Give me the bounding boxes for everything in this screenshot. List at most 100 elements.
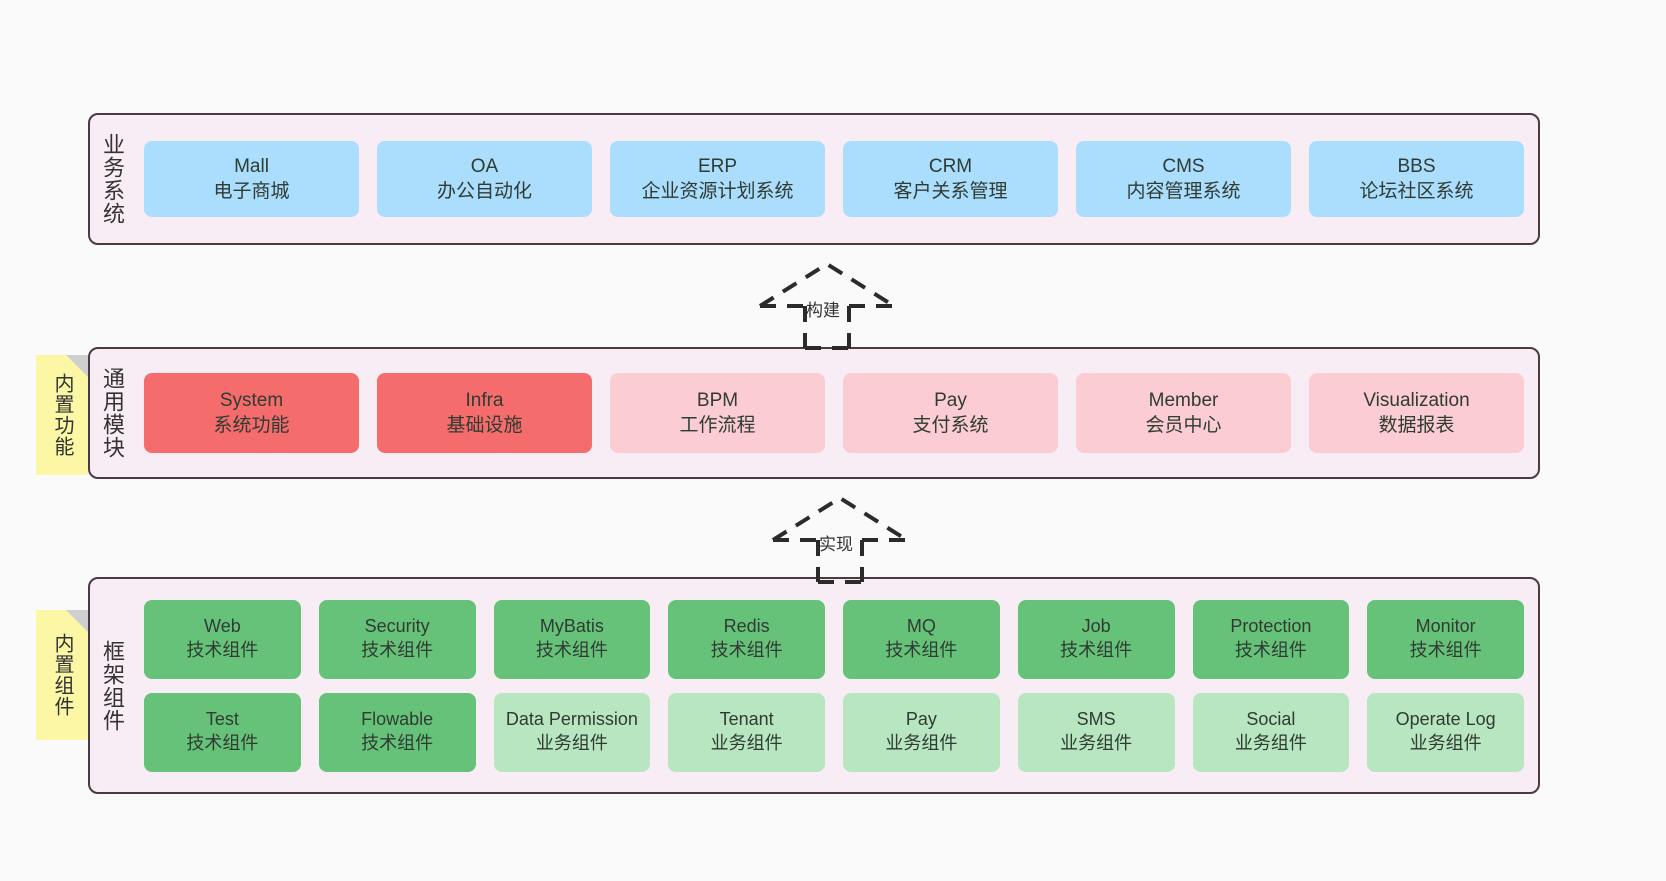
node-flowable[interactable]: Flowable 技术组件 xyxy=(318,692,476,772)
layer-label-common-modules: 通用模块 xyxy=(99,367,125,459)
node-test[interactable]: Test 技术组件 xyxy=(144,692,301,772)
node-title: Monitor xyxy=(1415,616,1476,637)
node-subtitle: 技术组件 xyxy=(1409,640,1482,660)
arrow-implement: 实现 xyxy=(768,492,918,584)
folded-corner-icon xyxy=(66,610,88,632)
layer-business-systems: 业务系统 Mall 电子商城 OA 办公自动化 ERP 企业资源计划系统 CRM… xyxy=(88,113,1540,245)
node-title: Visualization xyxy=(1363,389,1470,411)
layer-body-common-modules: System 系统功能 Infra 基础设施 BPM 工作流程 Pay 支付系统… xyxy=(134,349,1538,477)
node-infra[interactable]: Infra 基础设施 xyxy=(377,373,592,453)
node-title: Protection xyxy=(1230,616,1312,637)
node-subtitle: 论坛社区系统 xyxy=(1359,181,1474,202)
node-title: OA xyxy=(470,155,499,177)
node-erp[interactable]: ERP 企业资源计划系统 xyxy=(610,141,825,217)
layer-body-framework-components: Web 技术组件 Security 技术组件 MyBatis 技术组件 Redi… xyxy=(134,579,1538,792)
node-job[interactable]: Job 技术组件 xyxy=(1017,599,1175,679)
node-subtitle: 技术组件 xyxy=(535,640,608,660)
arrow-build-label: 构建 xyxy=(806,301,840,320)
node-subtitle: 内容管理系统 xyxy=(1126,181,1241,202)
node-subtitle: 业务组件 xyxy=(885,733,958,753)
node-subtitle: 技术组件 xyxy=(186,733,259,753)
node-subtitle: 业务组件 xyxy=(1409,733,1482,753)
node-protection[interactable]: Protection 技术组件 xyxy=(1192,599,1350,679)
node-title: ERP xyxy=(697,155,738,177)
node-subtitle: 技术组件 xyxy=(1060,640,1133,660)
node-subtitle: 电子商城 xyxy=(213,181,290,202)
node-title: Operate Log xyxy=(1395,709,1496,730)
node-subtitle: 支付系统 xyxy=(912,415,989,436)
node-pay[interactable]: Pay 支付系统 xyxy=(843,373,1058,453)
node-redis[interactable]: Redis 技术组件 xyxy=(668,599,825,679)
node-title: Web xyxy=(204,616,241,637)
node-title: Job xyxy=(1081,616,1111,637)
node-subtitle: 技术组件 xyxy=(361,733,434,753)
node-title: Pay xyxy=(934,389,967,411)
node-oa[interactable]: OA 办公自动化 xyxy=(377,141,592,217)
node-crm[interactable]: CRM 客户关系管理 xyxy=(843,141,1058,217)
node-pay-business[interactable]: Pay 业务组件 xyxy=(843,692,1000,772)
node-subtitle: 业务组件 xyxy=(1234,733,1307,753)
node-monitor[interactable]: Monitor 技术组件 xyxy=(1367,599,1524,679)
node-subtitle: 数据报表 xyxy=(1378,415,1455,436)
node-title: BBS xyxy=(1397,155,1436,177)
node-security[interactable]: Security 技术组件 xyxy=(318,599,476,679)
common-modules-row: System 系统功能 Infra 基础设施 BPM 工作流程 Pay 支付系统… xyxy=(144,373,1524,453)
node-bpm[interactable]: BPM 工作流程 xyxy=(610,373,825,453)
node-subtitle: 企业资源计划系统 xyxy=(641,181,794,202)
sticky-note-builtin-features: 内置功能 xyxy=(36,355,88,475)
sticky-note-label: 内置功能 xyxy=(51,373,73,457)
layer-framework-components: 框架组件 Web 技术组件 Security 技术组件 MyBatis 技术组件… xyxy=(88,577,1540,794)
node-title: Redis xyxy=(723,616,770,637)
node-subtitle: 技术组件 xyxy=(1234,640,1307,660)
framework-tech-row: Web 技术组件 Security 技术组件 MyBatis 技术组件 Redi… xyxy=(144,599,1524,679)
node-subtitle: 基础设施 xyxy=(446,415,523,436)
arrow-implement-label: 实现 xyxy=(819,535,853,554)
framework-business-row: Test 技术组件 Flowable 技术组件 Data Permission … xyxy=(144,692,1524,772)
node-title: Social xyxy=(1246,709,1296,730)
node-title: Data Permission xyxy=(505,709,638,730)
node-title: CRM xyxy=(928,155,973,177)
node-web[interactable]: Web 技术组件 xyxy=(144,599,301,679)
node-title: Test xyxy=(205,709,239,730)
layer-label-business-systems: 业务系统 xyxy=(99,133,125,225)
node-tenant[interactable]: Tenant 业务组件 xyxy=(668,692,825,772)
layer-label-framework-components: 框架组件 xyxy=(99,639,125,732)
node-title: Mall xyxy=(234,155,269,177)
node-member[interactable]: Member 会员中心 xyxy=(1076,373,1291,453)
node-subtitle: 客户关系管理 xyxy=(893,181,1008,202)
arrow-implement-shape xyxy=(771,495,909,584)
node-subtitle: 技术组件 xyxy=(885,640,958,660)
node-operate-log[interactable]: Operate Log 业务组件 xyxy=(1367,692,1524,772)
node-sms[interactable]: SMS 业务组件 xyxy=(1017,692,1175,772)
node-subtitle: 技术组件 xyxy=(710,640,783,660)
node-title: MQ xyxy=(906,616,936,637)
node-title: CMS xyxy=(1162,155,1205,177)
node-title: Member xyxy=(1148,389,1219,411)
node-subtitle: 工作流程 xyxy=(679,415,756,436)
node-mall[interactable]: Mall 电子商城 xyxy=(144,141,359,217)
node-title: Tenant xyxy=(719,709,774,730)
node-cms[interactable]: CMS 内容管理系统 xyxy=(1076,141,1291,217)
node-title: MyBatis xyxy=(539,616,604,637)
node-subtitle: 会员中心 xyxy=(1145,415,1222,436)
node-title: SMS xyxy=(1076,709,1116,730)
node-visualization[interactable]: Visualization 数据报表 xyxy=(1309,373,1524,453)
node-subtitle: 系统功能 xyxy=(213,415,290,436)
node-subtitle: 业务组件 xyxy=(710,733,783,753)
arrow-build: 构建 xyxy=(755,258,905,350)
node-mq[interactable]: MQ 技术组件 xyxy=(843,599,1000,679)
layer-body-business-systems: Mall 电子商城 OA 办公自动化 ERP 企业资源计划系统 CRM 客户关系… xyxy=(134,115,1538,243)
sticky-note-builtin-components: 内置组件 xyxy=(36,610,88,740)
node-bbs[interactable]: BBS 论坛社区系统 xyxy=(1309,141,1524,217)
arrow-build-shape xyxy=(758,261,896,350)
node-social[interactable]: Social 业务组件 xyxy=(1192,692,1350,772)
node-subtitle: 业务组件 xyxy=(1060,733,1133,753)
node-title: System xyxy=(219,389,284,411)
node-mybatis[interactable]: MyBatis 技术组件 xyxy=(493,599,651,679)
node-title: Security xyxy=(364,616,430,637)
node-data-permission[interactable]: Data Permission 业务组件 xyxy=(493,692,651,772)
folded-corner-icon xyxy=(66,355,88,377)
node-system[interactable]: System 系统功能 xyxy=(144,373,359,453)
node-subtitle: 业务组件 xyxy=(535,733,608,753)
